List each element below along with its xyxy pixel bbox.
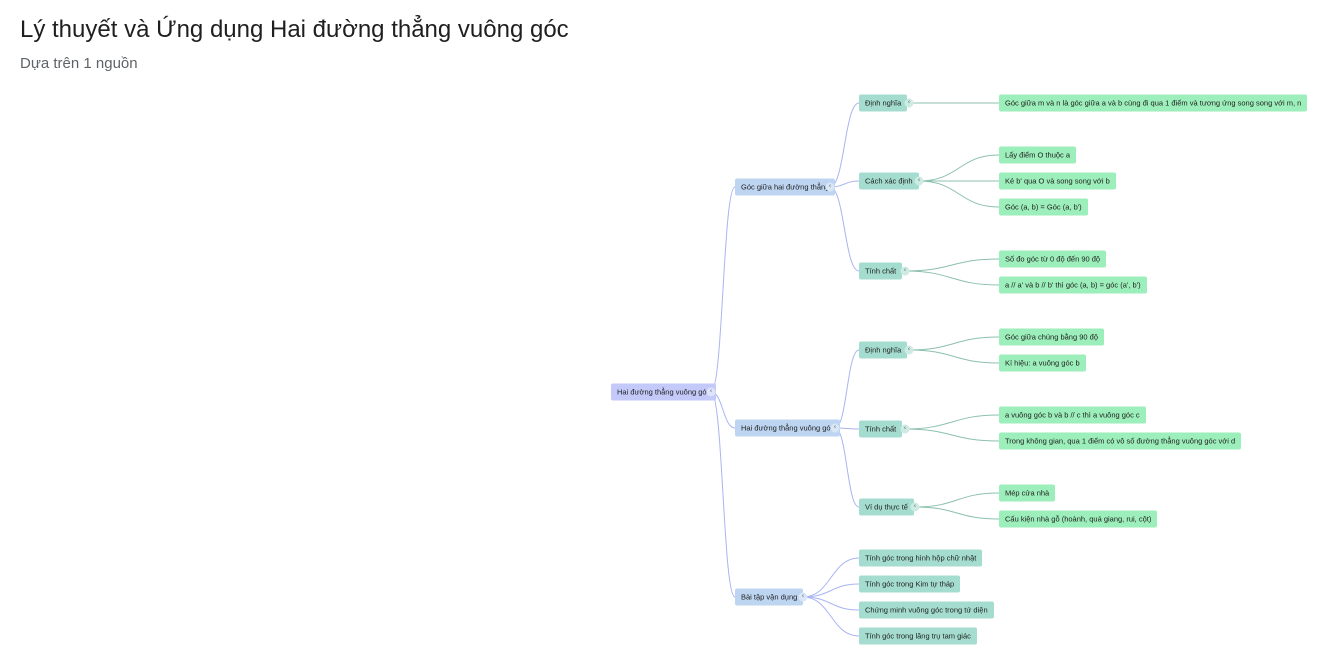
connector-line [914,492,1000,508]
collapse-icon[interactable]: ‹ [830,423,840,433]
mindmap-node-exercise[interactable]: Tính góc trong Kim tự tháp [859,575,961,593]
mindmap-leaf-node[interactable]: Mép cửa nhà [999,484,1056,502]
mindmap-node-bai-tap-van-dung[interactable]: Bài tập vận dụng [735,588,804,606]
connector-line [710,391,736,598]
mindmap-leaf-node[interactable]: Trong không gian, qua 1 điểm có vô số đư… [999,432,1242,450]
mindmap-leaf-node[interactable]: Kẻ b' qua O và song song với b [999,172,1116,190]
connector-line [904,414,1000,430]
mindmap-node-exercise[interactable]: Chứng minh vuông góc trong tứ diện [859,601,994,619]
mindmap-leaf-node[interactable]: Cấu kiện nhà gỗ (hoành, quá giang, rui, … [999,510,1158,528]
mindmap-node-vi-du-thuc-te[interactable]: Ví dụ thực tế [859,498,914,516]
connector-line [834,349,860,429]
collapse-icon[interactable]: ‹ [904,345,914,355]
collapse-icon[interactable]: ‹ [904,98,914,108]
mindmap-leaf-node[interactable]: Lấy điểm O thuộc a [999,146,1077,164]
connector-line [904,270,1000,286]
mindmap-node-tinh-chat[interactable]: Tính chất [859,262,903,280]
connector-line [802,596,860,637]
collapse-icon[interactable]: ‹ [706,387,716,397]
mindmap-leaf-node[interactable]: Số đo góc từ 0 độ đến 90 độ [999,250,1107,268]
mindmap-leaf-node[interactable]: a vuông góc b và b // c thì a vuông góc … [999,406,1146,424]
mindmap-leaf-node[interactable]: Kí hiệu: a vuông góc b [999,354,1086,372]
mindmap-leaf-node[interactable]: Góc giữa m và n là góc giữa a và b cùng … [999,94,1308,112]
mindmap-node-cach-xac-dinh[interactable]: Cách xác định [859,172,919,190]
mindmap-leaf-node[interactable]: a // a' và b // b' thì góc (a, b) = góc … [999,276,1147,294]
connector-line [802,583,860,598]
mindmap-node-hai-duong-thang-vuong-goc[interactable]: Hai đường thẳng vuông góc [735,419,841,437]
connector-line [829,186,860,272]
mindmap-leaf-node[interactable]: Góc (a, b) = Góc (a, b') [999,198,1088,216]
collapse-icon[interactable]: ‹ [825,182,835,192]
mindmap-node-dinh-nghia[interactable]: Định nghĩa [859,341,908,359]
collapse-icon[interactable]: ‹ [914,176,924,186]
mindmap-node-exercise[interactable]: Tính góc trong hình hộp chữ nhật [859,549,983,567]
mindmap-node-exercise[interactable]: Tính góc trong lăng trụ tam giác [859,627,977,645]
connector-line [710,186,736,393]
source-count: Dựa trên 1 nguồn [20,55,138,72]
connector-line [802,557,860,598]
collapse-icon[interactable]: ‹ [910,502,920,512]
connector-line [904,428,1000,442]
connector-line [908,336,1000,351]
connector-line [829,102,860,188]
connector-line [904,258,1000,272]
connector-line [908,349,1000,364]
mindmap-node-dinh-nghia[interactable]: Định nghĩa [859,94,908,112]
connector-line [914,506,1000,520]
mindmap-node-goc-giua-hai-duong-thang[interactable]: Góc giữa hai đường thẳng [735,178,836,196]
collapse-icon[interactable]: ‹ [900,266,910,276]
connector-line [918,154,1000,182]
collapse-icon[interactable]: ‹ [798,592,808,602]
connector-line [918,180,1000,208]
page-title: Lý thuyết và Ứng dụng Hai đường thẳng vu… [20,16,569,43]
mindmap-leaf-node[interactable]: Góc giữa chúng bằng 90 độ [999,328,1105,346]
collapse-icon[interactable]: ‹ [900,424,910,434]
connector-line [802,596,860,611]
mindmap-node-tinh-chat[interactable]: Tính chất [859,420,903,438]
connector-line [834,427,860,508]
mindmap-root-node[interactable]: Hai đường thẳng vuông góc [611,383,717,401]
